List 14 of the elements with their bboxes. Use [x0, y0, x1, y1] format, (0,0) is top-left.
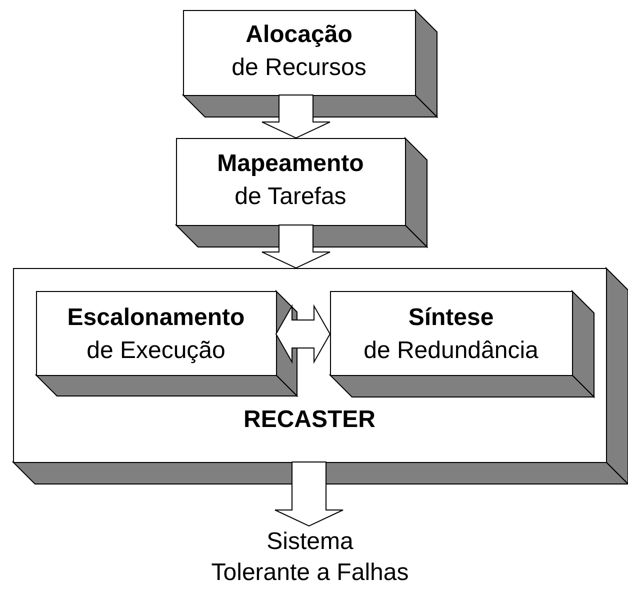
box-subtitle: de Tarefas: [234, 182, 348, 212]
double-block-arrow: [275, 304, 331, 364]
box-title: Escalonamento: [66, 303, 246, 333]
box-title: RECASTER: [242, 405, 376, 435]
box-title: Síntese: [407, 303, 495, 333]
box-subtitle: de Execução: [86, 336, 226, 366]
output-label: Sistema Tolerante a Falhas: [210, 527, 410, 588]
box-subtitle: de Recursos: [230, 53, 368, 83]
block-arrow: [262, 224, 330, 269]
block-arrow: [262, 94, 330, 139]
box-title: Mapeamento: [216, 149, 365, 179]
box-subtitle: de Redundância: [362, 336, 540, 366]
block-arrow: [274, 462, 344, 527]
box-title: Alocação: [244, 20, 354, 50]
